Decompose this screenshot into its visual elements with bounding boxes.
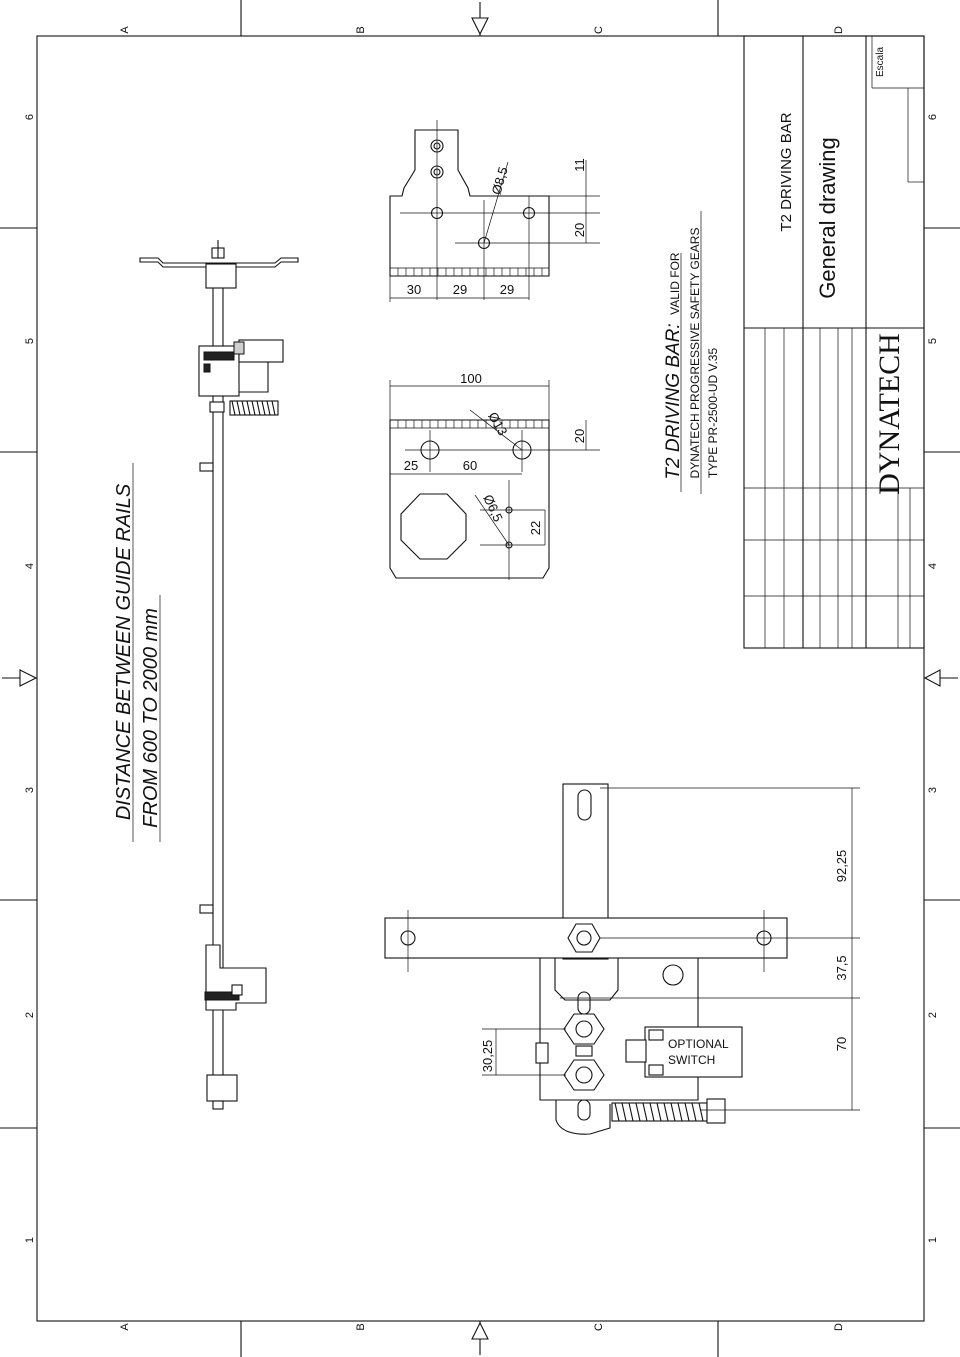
optional-switch-line2: SWITCH — [668, 1053, 715, 1067]
zone-row-4-left: 4 — [24, 563, 36, 569]
zone-row-2-right: 2 — [927, 1012, 939, 1018]
guide-rails-line2: FROM 600 TO 2000 mm — [140, 608, 162, 828]
zone-col-c-top: C — [593, 26, 605, 34]
zone-col-a-bottom: A — [119, 1323, 131, 1331]
zone-col-a-top: A — [119, 26, 131, 34]
note-heading-main: T2 DRIVING BAR: — [663, 323, 684, 479]
revision-grid — [744, 328, 924, 648]
note-line2: DYNATECH PROGRESSIVE SAFETY GEARS — [688, 228, 702, 479]
dim-top-plate-d6: 29 — [500, 282, 514, 297]
zone-row-4-right: 4 — [927, 563, 939, 569]
center-mark-right — [923, 669, 958, 687]
dim-lower-plate-d4: 25 — [404, 458, 418, 473]
dim-assembly-d4: 30,25 — [480, 1040, 495, 1073]
zone-row-3-left: 3 — [24, 787, 36, 793]
dim-top-plate-d3: 20 — [572, 223, 587, 237]
dim-top-plate-d2: 11 — [572, 158, 587, 172]
zone-row-1-left: 1 — [24, 1237, 36, 1243]
note-heading-tail: VALID FOR — [668, 252, 682, 315]
zone-row-1-right: 1 — [927, 1237, 939, 1243]
center-mark-left — [2, 669, 38, 687]
title-logo: DYNATECH — [873, 333, 906, 495]
zone-row-5-right: 5 — [927, 338, 939, 344]
driving-bar-side-view — [139, 240, 299, 1110]
title-block: T2 DRIVING BAR General drawing Escala DY… — [743, 35, 925, 649]
dim-lower-plate-d1: 100 — [460, 371, 482, 386]
plate-detail-top: Ø8,5 11 20 30 29 29 — [389, 120, 600, 302]
zone-col-b-top: B — [355, 26, 367, 33]
zone-row-6-right: 6 — [927, 114, 939, 120]
optional-switch-line1: OPTIONAL — [668, 1037, 729, 1051]
title-scale-label: Escala — [875, 47, 886, 77]
zone-col-d-bottom: D — [833, 1323, 845, 1331]
zone-row-5-left: 5 — [24, 338, 36, 344]
spring-upper — [229, 400, 279, 416]
notes-block: T2 DRIVING BAR: VALID FOR DYNATECH PROGR… — [663, 211, 720, 494]
zone-row-3-right: 3 — [927, 787, 939, 793]
dim-assembly-d2: 37,5 — [834, 955, 849, 980]
spring-lower — [611, 1102, 708, 1122]
center-mark-bottom — [471, 1321, 489, 1355]
dim-top-plate-d1: Ø8,5 — [489, 165, 511, 196]
zone-col-b-bottom: B — [355, 1323, 367, 1330]
dim-assembly-d1: 92,25 — [834, 850, 849, 883]
assembly-view: OPTIONAL SWITCH 92,25 37,5 70 30,25 — [384, 783, 860, 1135]
note-line3: TYPE PR-2500-UD V.35 — [706, 348, 720, 479]
svg-text:T2 DRIVING BAR: VALID FO: T2 DRIVING BAR: VALID FOR — [663, 252, 684, 479]
title-sheet: General drawing — [815, 137, 840, 298]
zone-row-6-left: 6 — [24, 114, 36, 120]
dim-top-plate-d4: 30 — [407, 282, 421, 297]
dim-lower-plate-d7: 22 — [528, 521, 543, 535]
zone-col-c-bottom: C — [593, 1323, 605, 1331]
guide-rails-note: DISTANCE BETWEEN GUIDE RAILS FROM 600 TO… — [113, 463, 162, 842]
title-product: T2 DRIVING BAR — [778, 112, 795, 231]
center-mark-top — [471, 2, 489, 36]
zone-labels: A B C D A B C D 6 5 4 3 2 1 6 5 4 3 2 1 — [24, 26, 939, 1331]
dim-lower-plate-d5: 60 — [463, 458, 477, 473]
plate-detail-lower: 100 Ø13 20 25 60 Ø6,5 22 — [389, 371, 600, 580]
dim-top-plate-d5: 29 — [453, 282, 467, 297]
zone-row-2-left: 2 — [24, 1012, 36, 1018]
guide-rails-line1: DISTANCE BETWEEN GUIDE RAILS — [113, 483, 135, 820]
dim-assembly-d3: 70 — [834, 1037, 849, 1051]
zone-col-d-top: D — [833, 26, 845, 34]
dim-lower-plate-d3: 20 — [572, 429, 587, 443]
